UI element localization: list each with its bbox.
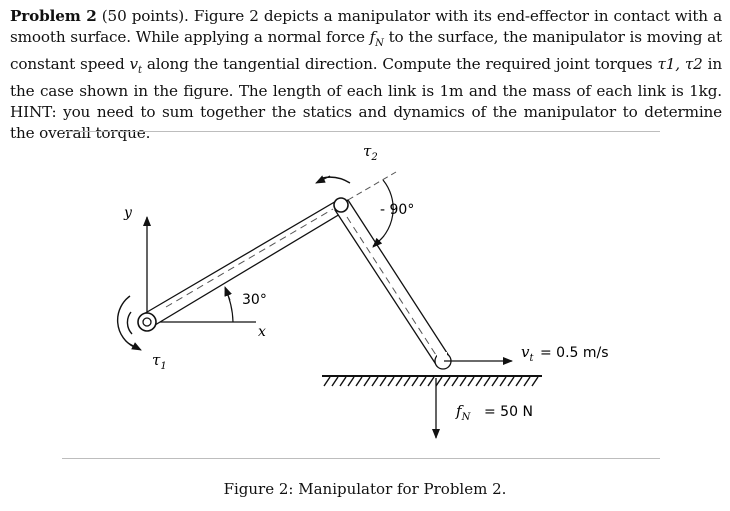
surface-hatching [323,376,539,387]
problem-text-1: Figure 2 depicts a manipulator with its … [10,7,722,46]
link-2 [334,199,450,367]
tau2-arrowhead [315,175,331,184]
vt-symbol: vt [521,343,534,364]
x-axis-label: x [258,324,266,340]
vt-value: = 0.5 m/s [540,345,609,361]
problem-text-2: to the surface, the manipulator is movin… [10,28,723,74]
tau2-label: τ2 [363,142,378,163]
angle-30-label: 30° [242,292,267,308]
tau1-label: τ1 [152,351,167,372]
tau1-arrowhead [127,342,142,351]
link-2-centerline [346,216,437,356]
angle-arc-90-arrowhead [372,235,385,248]
problem-heading: Problem 2 [10,7,97,25]
link-1-centerline [165,208,334,308]
y-axis-label: y [123,205,133,221]
joint-1-pin [142,317,152,327]
fn-value: = 50 N [484,404,533,420]
angle-90-label: - 90° [380,202,414,218]
angle-arc-arrowhead [224,286,232,301]
speed-symbol: vt [129,55,142,77]
link-1-extension [347,171,397,201]
joint-2 [333,197,349,213]
torque-symbols: τ1, τ2 [657,55,703,74]
fn-symbol: fN [455,402,472,423]
normal-force-symbol: fN [369,28,384,50]
angle-arc-30 [224,287,234,323]
bottom-rule [62,458,660,459]
top-rule [62,131,660,132]
problem-points: (50 points). [101,7,189,25]
problem-text-4: in the case shown in the figure. The len… [10,55,722,143]
tau1-arc [116,295,135,348]
link-1 [141,199,346,329]
problem-text-3: along the tangential direction. Compute … [141,55,658,74]
base-mount [126,311,133,335]
figure-caption: Figure 2: Manipulator for Problem 2. [223,480,507,498]
end-effector-mask [437,352,447,361]
problem-statement: Problem 2 (50 points). Figure 2 depicts … [10,6,722,144]
